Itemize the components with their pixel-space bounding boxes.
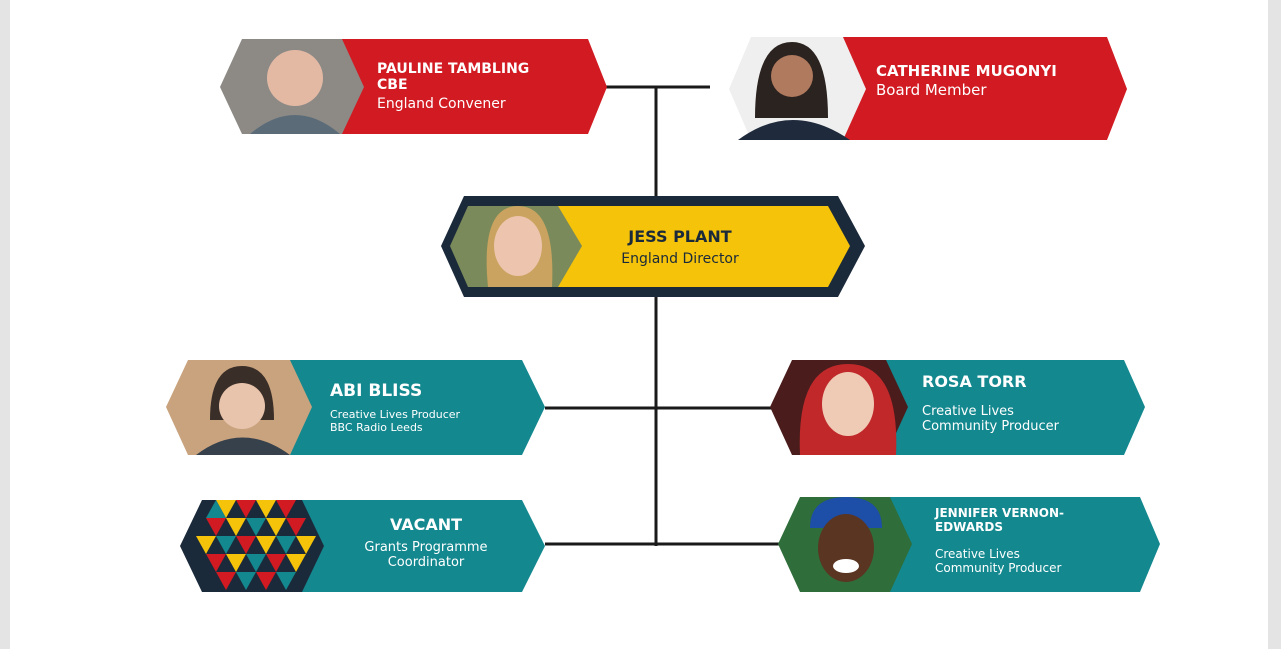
name-jennifer-line2: EDWARDS xyxy=(935,520,1003,534)
role-vacant-line1: Grants Programme xyxy=(364,540,487,555)
photo-face xyxy=(771,55,813,97)
photo-face xyxy=(219,383,265,429)
role-vacant-line2: Coordinator xyxy=(388,555,465,570)
role-jennifer-line2: Community Producer xyxy=(935,561,1062,575)
role-abi-line1: Creative Lives Producer xyxy=(330,408,461,421)
role-jess: England Director xyxy=(621,251,739,267)
photo-face xyxy=(822,372,874,436)
node-banner xyxy=(290,500,545,592)
name-pauline-line2: CBE xyxy=(377,77,408,93)
name-catherine: CATHERINE MUGONYI xyxy=(876,62,1057,80)
node-vacant: VACANT Grants Programme Coordinator xyxy=(180,500,545,592)
photo-shoulders xyxy=(250,115,340,134)
node-rosa-torr: ROSA TORR Creative Lives Community Produ… xyxy=(770,360,1145,455)
photo-face xyxy=(267,50,323,106)
node-banner xyxy=(836,37,1127,140)
org-chart-page: PAULINE TAMBLING CBE England Convener CA… xyxy=(10,0,1268,649)
role-abi-line2: BBC Radio Leeds xyxy=(330,421,423,434)
name-pauline-line1: PAULINE TAMBLING xyxy=(377,61,529,77)
photo-shoulders xyxy=(738,120,850,140)
node-jennifer-vernon-edwards: JENNIFER VERNON- EDWARDS Creative Lives … xyxy=(778,497,1160,592)
node-abi-bliss: ABI BLISS Creative Lives Producer BBC Ra… xyxy=(166,360,545,455)
pattern-vacant xyxy=(180,500,324,592)
node-pauline-tambling: PAULINE TAMBLING CBE England Convener xyxy=(220,39,607,134)
role-pauline: England Convener xyxy=(377,96,506,112)
photo-face xyxy=(818,514,874,582)
node-jess-plant: JESS PLANT England Director xyxy=(441,196,865,297)
name-rosa: ROSA TORR xyxy=(922,372,1027,391)
name-abi: ABI BLISS xyxy=(330,381,422,401)
node-catherine-mugonyi: CATHERINE MUGONYI Board Member xyxy=(729,37,1127,140)
photo-face xyxy=(494,216,542,276)
role-catherine: Board Member xyxy=(876,81,987,99)
name-jess: JESS PLANT xyxy=(627,227,731,246)
node-banner xyxy=(558,206,850,287)
name-jennifer-line1: JENNIFER VERNON- xyxy=(934,506,1064,520)
name-vacant: VACANT xyxy=(390,515,462,534)
role-rosa-line2: Community Producer xyxy=(922,419,1060,434)
node-banner xyxy=(878,497,1160,592)
node-banner xyxy=(290,360,545,455)
connector-lines xyxy=(545,85,788,546)
photo-shoulders xyxy=(196,437,290,455)
org-chart: PAULINE TAMBLING CBE England Convener CA… xyxy=(166,37,1160,592)
role-jennifer-line1: Creative Lives xyxy=(935,547,1020,561)
photo-helmet xyxy=(810,497,882,528)
photo-smile xyxy=(833,559,859,573)
node-banner xyxy=(878,360,1145,455)
role-rosa-line1: Creative Lives xyxy=(922,404,1014,419)
